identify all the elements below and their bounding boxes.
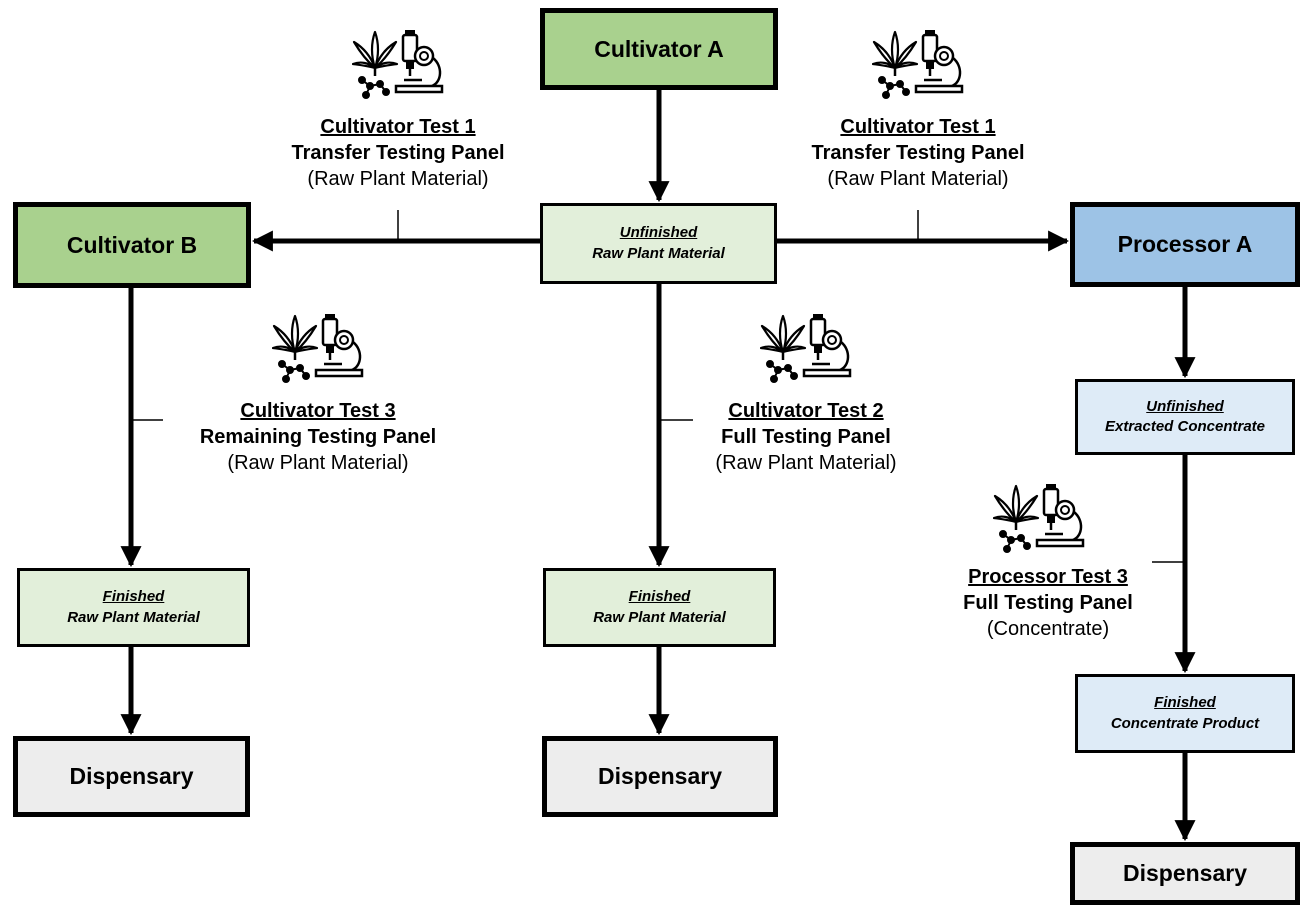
test-label-left-transfer: Cultivator Test 1 Transfer Testing Panel… <box>228 114 568 192</box>
test-panel: Transfer Testing Panel <box>811 142 1025 164</box>
cannabis-leaf-microscope-icon <box>352 28 444 100</box>
test-label-cultivator-test-3: Cultivator Test 3 Remaining Testing Pane… <box>148 398 488 476</box>
test-name: Cultivator Test 1 <box>320 116 476 138</box>
processor-a-label: Processor A <box>1117 231 1253 257</box>
test-name: Cultivator Test 2 <box>728 400 884 422</box>
cultivator-b-label: Cultivator B <box>66 231 198 258</box>
test-material: (Raw Plant Material) <box>827 168 1009 190</box>
cannabis-leaf-microscope-icon <box>872 28 964 100</box>
unfinished-raw-plant-box: Unfinished Raw Plant Material <box>540 203 777 284</box>
unfinished-material: Raw Plant Material <box>592 244 725 262</box>
test-panel: Remaining Testing Panel <box>199 426 437 448</box>
cannabis-leaf-microscope-icon <box>760 312 852 384</box>
cannabis-leaf-microscope-icon <box>272 312 364 384</box>
dispensary-label: Dispensary <box>597 763 722 789</box>
dispensary-center-node: Dispensary <box>542 736 778 817</box>
test-material: (Concentrate) <box>986 618 1110 640</box>
test-panel: Transfer Testing Panel <box>291 142 505 164</box>
test-label-cultivator-test-2: Cultivator Test 2 Full Testing Panel (Ra… <box>636 398 976 476</box>
test-material: (Raw Plant Material) <box>227 452 409 474</box>
unfinished-status: Unfinished <box>1146 397 1224 415</box>
test-label-right-transfer: Cultivator Test 1 Transfer Testing Panel… <box>748 114 1088 192</box>
test-panel: Full Testing Panel <box>963 592 1133 614</box>
cultivator-b-node: Cultivator B <box>13 202 251 288</box>
finished-status: Finished <box>1154 694 1216 712</box>
finished-material: Raw Plant Material <box>593 608 726 626</box>
finished-raw-plant-box-left: Finished Raw Plant Material <box>17 568 250 647</box>
test-name: Cultivator Test 3 <box>240 400 396 422</box>
cultivator-a-node: Cultivator A <box>540 8 778 90</box>
unfinished-material: Extracted Concentrate <box>1104 418 1266 435</box>
unfinished-status: Unfinished <box>619 224 698 242</box>
finished-status: Finished <box>628 588 691 606</box>
unfinished-extracted-concentrate-box: Unfinished Extracted Concentrate <box>1075 379 1295 455</box>
finished-concentrate-product-box: Finished Concentrate Product <box>1075 674 1295 753</box>
processor-a-node: Processor A <box>1070 202 1300 287</box>
test-material: (Raw Plant Material) <box>715 452 897 474</box>
cultivator-a-label: Cultivator A <box>594 35 724 62</box>
finished-raw-plant-box-center: Finished Raw Plant Material <box>543 568 776 647</box>
dispensary-label: Dispensary <box>1122 860 1247 886</box>
finished-material: Raw Plant Material <box>67 608 200 626</box>
dispensary-label: Dispensary <box>69 763 194 789</box>
dispensary-left-node: Dispensary <box>13 736 250 817</box>
test-material: (Raw Plant Material) <box>307 168 489 190</box>
test-name: Processor Test 3 <box>968 566 1128 588</box>
finished-status: Finished <box>102 588 165 606</box>
finished-material: Concentrate Product <box>1110 714 1260 732</box>
test-name: Cultivator Test 1 <box>840 116 996 138</box>
test-label-processor-test-3: Processor Test 3 Full Testing Panel (Con… <box>878 564 1218 642</box>
dispensary-right-node: Dispensary <box>1070 842 1300 905</box>
cannabis-leaf-microscope-icon <box>993 482 1085 554</box>
test-panel: Full Testing Panel <box>721 426 891 448</box>
